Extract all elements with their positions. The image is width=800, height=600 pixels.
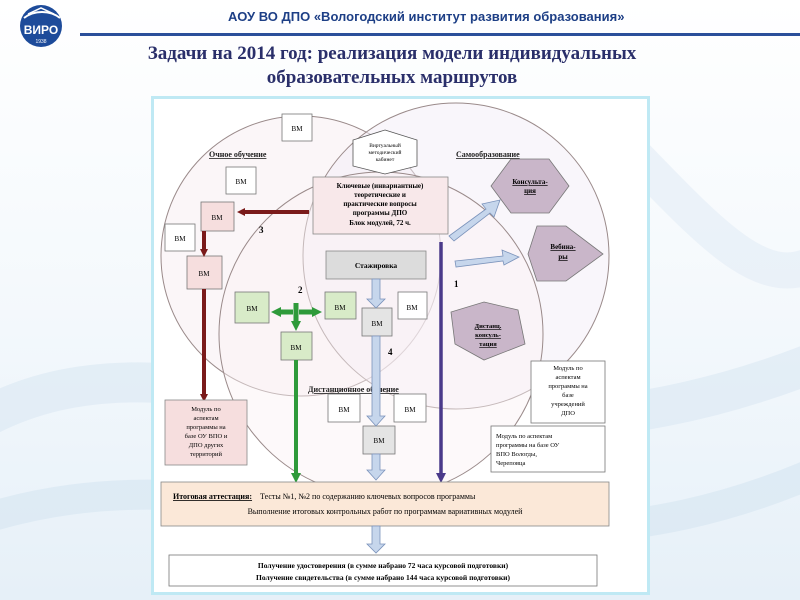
learning-model-diagram: Очное обучение Самообразование Дистанцио… [160,102,610,587]
distance-consult-pentagon [450,301,526,361]
vm-box-inperson-2 [225,166,257,195]
viro-logo: ВИРО 1938 [20,5,62,47]
vm-label: ВМ [291,344,303,352]
title-line-1: Задачи на 2014 год: реализация модели ин… [147,43,637,64]
organization-name: АОУ ВО ДПО «Вологодский институт развити… [228,9,625,24]
result-box [168,554,598,587]
webinars-hexagon [527,225,604,282]
vm-label: ВМ [199,270,211,278]
vm-box-distance-3 [362,425,396,455]
page-title: Задачи на 2014 год: реализация модели ин… [92,42,692,90]
arrow-distance-down [366,453,386,481]
arrow-internship-down [366,278,386,309]
label-in-person: Очное обучение [209,150,267,159]
internship-box [325,250,427,280]
module-right-box [530,360,606,424]
logo-text: ВИРО [24,23,58,37]
vm-label: ВМ [236,178,248,186]
vm-label: ВМ [405,406,417,414]
core-block-line-2: теоретические и [354,191,406,199]
vm-label: ВМ [175,235,187,243]
logo-year: 1938 [35,39,46,45]
internship-label: Стажировка [355,261,398,270]
arrow-to-webinars [454,249,520,268]
core-block [312,176,449,235]
module-left-line-2: аспектам [193,415,218,422]
vm-box-distance-1 [327,393,361,423]
virtual-cabinet-shape [352,129,418,175]
vm-box-distance-2 [393,393,427,423]
vm-box-inperson-1 [281,113,313,142]
path-number-4: 4 [388,347,393,357]
module-left-line-6: территорий [190,451,222,458]
distance-consult-line-2: консуль- [475,332,501,339]
core-block-line-3: практические вопросы [343,200,417,208]
result-line-2: Получение свидетельства (в сумме набрано… [256,573,510,582]
module-vologda-line-4: Череповца [496,460,526,467]
vm-label: ВМ [339,406,351,414]
module-left-box [164,399,248,466]
vm-box-green-3 [324,291,357,320]
path-number-3: 3 [259,225,264,235]
label-distance: Дистанционное обучение [308,385,399,394]
module-left-line-1: Модуль по [191,406,221,413]
attestation-box [160,481,610,527]
module-vologda-line-2: программы на базе ОУ [496,442,560,449]
vm-label: ВМ [212,214,224,222]
path-number-1: 1 [454,279,459,289]
vm-box-green-1 [234,291,270,324]
module-vologda-box [490,425,606,473]
module-right-line-2: аспектам [555,374,580,381]
webinars-line-2: ры [558,253,568,261]
core-block-line-4: программы ДПО [353,209,408,217]
consultation-line-1: Консульта- [512,178,548,186]
distance-consult-line-1: Дистанц. [475,323,502,330]
result-line-1: Получение удостоверения (в сумме набрано… [258,561,509,570]
module-vologda-line-3: ВПО Вологды, [496,451,537,458]
consultation-hexagon [490,158,570,214]
consultation-line-2: ция [524,187,536,195]
module-left-line-5: ДПО других [189,442,224,449]
vm-box-white-1 [397,291,428,320]
module-right-line-1: Модуль по [553,365,583,372]
virtual-cabinet-line-3: кабинет [376,156,395,163]
module-right-line-6: ДПО [561,410,575,417]
label-self-education: Самообразование [456,150,520,159]
attestation-line-2: Выполнение итоговых контрольных работ по… [248,507,524,516]
arrow-attestation-to-result [366,525,386,554]
module-left-line-4: базе ОУ ВПО и [185,433,228,440]
attestation-text-1: Тесты №1, №2 по содержанию ключевых вопр… [260,492,476,501]
vm-label: ВМ [247,305,259,313]
vm-label: ВМ [335,304,347,312]
attestation-label: Итоговая аттестация: [173,492,252,501]
module-right-line-5: учреждений [551,401,585,408]
header-divider [80,33,800,36]
vm-box-inperson-3 [164,223,196,252]
arrow-to-consultation [448,199,501,242]
vm-box-inperson-pink-1 [200,201,235,232]
module-right-line-4: базе [562,392,574,399]
arrow-to-distance [366,335,386,427]
virtual-cabinet-line-1: Виртуальный [369,142,401,149]
module-right-line-3: программы на [548,383,587,390]
distance-consult-line-3: тация [479,341,497,348]
module-vologda-line-1: Модуль по аспектам [496,433,552,440]
attestation-line-1: Итоговая аттестация: Тесты №1, №2 по сод… [173,492,476,501]
vm-label: ВМ [292,125,304,133]
core-block-line-1: Ключевые (инвариантные) [337,182,424,190]
vm-label: ВМ [374,437,386,445]
core-block-line-5: Блок модулей, 72 ч. [349,219,411,227]
webinars-line-1: Вебина- [550,243,576,251]
path-number-2: 2 [298,285,303,295]
virtual-cabinet-line-2: методический [369,149,402,156]
title-line-2: образовательных маршрутов [266,67,518,88]
vm-label: ВМ [372,320,384,328]
vm-label: ВМ [407,304,419,312]
module-left-line-3: программы на [186,424,225,431]
